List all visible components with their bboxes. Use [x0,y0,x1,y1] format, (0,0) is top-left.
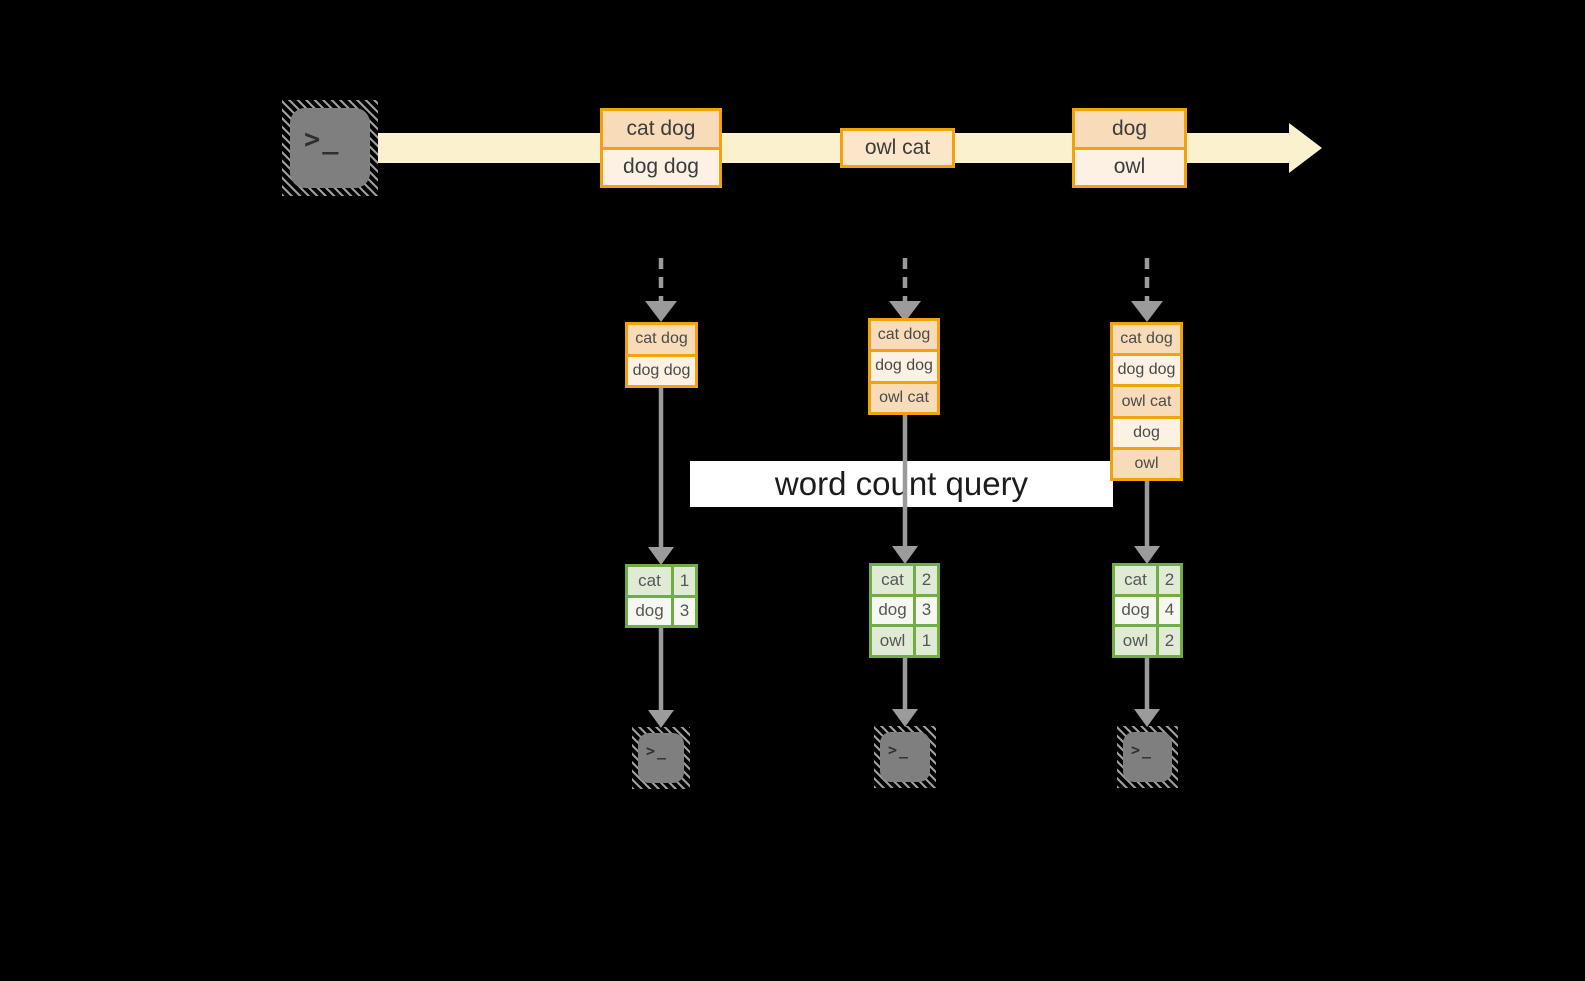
message-box-2: owl cat [840,128,955,168]
buffer-row: owl cat [871,383,937,412]
word-cell: owl [872,627,913,655]
count-cell: 2 [1159,566,1180,594]
terminal-prompt-glyph: >_ [1131,741,1154,759]
buffer-row: owl [1113,449,1180,479]
terminal-screen: >_ [1123,732,1172,782]
buffer-row: cat dog [628,325,695,354]
buffer-row: dog dog [871,352,937,381]
message-box-3: dog owl [1072,108,1187,188]
message-box-1: cat dog dog dog [600,108,722,188]
stream-arrow-head-icon [1289,123,1322,173]
buffer-row: dog [1113,418,1180,447]
query-label: word count query [774,465,1029,502]
count-cell: 1 [916,627,937,655]
buffer-row: owl cat [1113,387,1180,416]
buffer-row: dog dog [628,356,695,385]
consumer-terminal-icon-3: >_ [1117,726,1178,788]
word-cell: dog [1115,596,1156,625]
count-cell: 2 [916,566,937,594]
query-arrowhead-1 [648,547,674,565]
ingest-arrowhead-3 [1131,301,1163,322]
terminal-prompt-glyph: >_ [646,742,669,760]
message-line: cat dog [603,111,719,147]
word-cell: dog [628,597,671,625]
counts-table-2: cat 2 dog 3 owl 1 [869,563,940,658]
message-line: dog [1075,111,1184,147]
terminal-screen: >_ [638,733,684,783]
buffer-list-1: cat dog dog dog [625,322,698,388]
message-line: owl cat [843,131,952,165]
output-arrowhead-1 [648,710,674,728]
count-cell: 3 [916,596,937,625]
output-arrowhead-2 [892,709,918,727]
consumer-terminal-icon-2: >_ [874,726,936,788]
ingest-arrowhead-1 [645,301,677,322]
word-cell: cat [628,567,671,595]
message-line: owl [1075,149,1184,185]
count-cell: 2 [1159,627,1180,655]
terminal-screen: >_ [290,108,370,188]
buffer-row: dog dog [1113,356,1180,385]
count-cell: 4 [1159,596,1180,625]
terminal-prompt-glyph: >_ [304,124,341,155]
consumer-terminal-icon-1: >_ [632,727,690,789]
buffer-list-3: cat dog dog dog owl cat dog owl [1110,322,1183,481]
producer-terminal-icon: >_ [282,100,378,196]
output-arrowhead-3 [1134,709,1160,727]
counts-table-1: cat 1 dog 3 [625,564,698,628]
buffer-list-2: cat dog dog dog owl cat [868,318,940,415]
count-cell: 1 [674,567,695,595]
buffer-row: cat dog [1113,325,1180,354]
word-cell: cat [872,566,913,594]
terminal-screen: >_ [880,732,930,782]
query-arrowhead-3 [1134,546,1160,564]
word-cell: dog [872,596,913,625]
buffer-row: cat dog [871,321,937,350]
word-cell: cat [1115,566,1156,594]
count-cell: 3 [674,597,695,625]
query-banner: word count query [690,461,1113,507]
message-line: dog dog [603,149,719,185]
counts-table-3: cat 2 dog 4 owl 2 [1112,563,1183,658]
word-cell: owl [1115,627,1156,655]
query-arrowhead-2 [892,546,918,564]
terminal-prompt-glyph: >_ [888,741,911,759]
